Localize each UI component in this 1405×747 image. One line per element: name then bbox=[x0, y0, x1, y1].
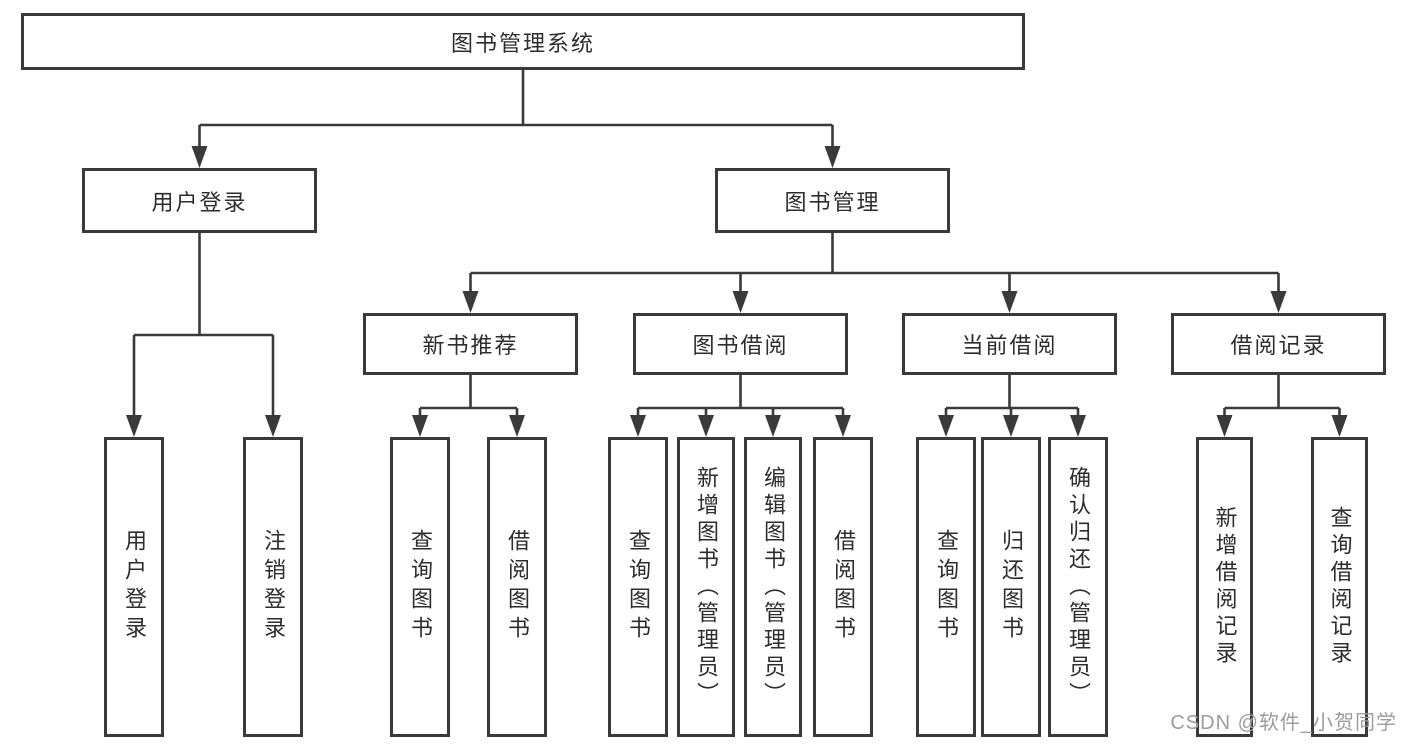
node-current-borrow: 当前借阅 bbox=[902, 313, 1117, 375]
arrowhead bbox=[462, 291, 479, 313]
leaf-query-book-2: 查询图书 bbox=[608, 437, 668, 737]
leaf-add-book-admin: 新增图书（管理员） bbox=[677, 437, 735, 737]
node-book-management: 图书管理 bbox=[715, 168, 950, 233]
arrowhead bbox=[265, 415, 281, 437]
arrowhead bbox=[1070, 415, 1086, 437]
leaf-query-borrow-record: 查询借阅记录 bbox=[1311, 437, 1368, 737]
leaf-edit-book-admin: 编辑图书（管理员） bbox=[744, 437, 802, 737]
leaf-logout: 注销登录 bbox=[243, 437, 303, 737]
connector-book-mgmt-to-level3 bbox=[462, 233, 1287, 313]
arrowhead bbox=[938, 415, 954, 437]
arrowhead bbox=[509, 415, 525, 437]
arrowhead bbox=[191, 146, 208, 168]
arrowhead bbox=[732, 291, 749, 313]
connector-current-borrow-to-leaves bbox=[938, 375, 1086, 437]
arrowhead bbox=[824, 146, 841, 168]
arrowhead bbox=[835, 415, 851, 437]
leaf-return-book: 归还图书 bbox=[981, 437, 1041, 737]
leaf-borrow-book-1: 借阅图书 bbox=[487, 437, 547, 737]
connector-book-borrow-to-leaves bbox=[630, 375, 851, 437]
csdn-watermark: CSDN @软件_小贺同学 bbox=[1170, 712, 1397, 734]
node-borrow-record: 借阅记录 bbox=[1171, 313, 1386, 375]
arrowhead bbox=[1003, 415, 1019, 437]
node-new-book-recommend: 新书推荐 bbox=[363, 313, 578, 375]
arrowhead bbox=[698, 415, 714, 437]
arrowhead bbox=[765, 415, 781, 437]
leaf-query-book-3: 查询图书 bbox=[916, 437, 976, 737]
leaf-user-login: 用户登录 bbox=[104, 437, 164, 737]
node-root-system: 图书管理系统 bbox=[21, 13, 1025, 70]
connector-borrow-record-to-leaves bbox=[1216, 375, 1348, 437]
node-user-login: 用户登录 bbox=[82, 168, 317, 233]
connector-new-book-rec-to-leaves bbox=[412, 375, 525, 437]
arrowhead bbox=[1216, 415, 1233, 437]
leaf-borrow-book-2: 借阅图书 bbox=[813, 437, 873, 737]
connector-user-login-to-leaves bbox=[126, 233, 281, 437]
arrowhead bbox=[412, 415, 428, 437]
leaf-add-borrow-record: 新增借阅记录 bbox=[1196, 437, 1253, 737]
arrowhead bbox=[1331, 415, 1348, 437]
arrowhead bbox=[126, 415, 142, 437]
arrowhead bbox=[1270, 291, 1287, 313]
node-book-borrow: 图书借阅 bbox=[633, 313, 848, 375]
leaf-query-book-1: 查询图书 bbox=[390, 437, 450, 737]
arrowhead bbox=[1001, 291, 1018, 313]
connector-root-to-level2 bbox=[191, 70, 841, 168]
leaf-confirm-return-admin: 确认归还（管理员） bbox=[1048, 437, 1108, 737]
arrowhead bbox=[630, 415, 646, 437]
